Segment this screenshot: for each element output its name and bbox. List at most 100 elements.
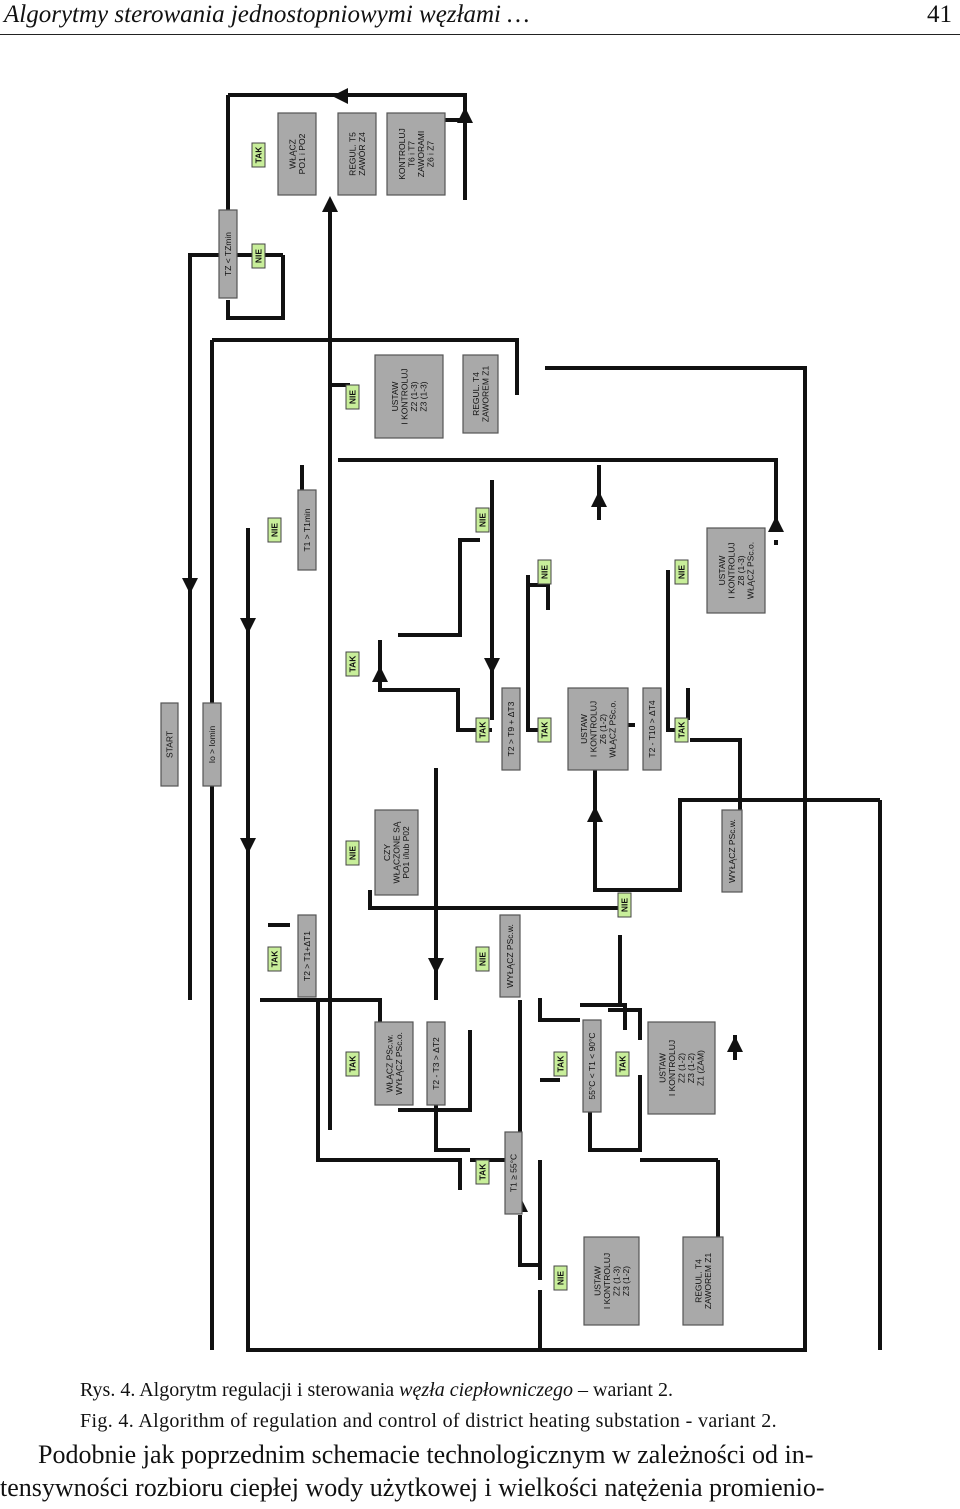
flow-box-label: T2 - T10 > ΔT4 (647, 700, 657, 758)
flow-box-label: CZYWŁĄCZONE SĄPO1 i/lub P02 (382, 821, 411, 883)
tag-t155-tak: TAK (475, 1159, 490, 1185)
connector-line (328, 200, 350, 660)
flow-box-tz: TZ < TZmin (218, 209, 238, 299)
connector-line (588, 1008, 642, 1152)
body-text-line-2: tensywności rozbioru ciepłej wody użytko… (0, 1473, 825, 1502)
flow-box-label: WYŁĄCZ PSc.w. (727, 819, 737, 883)
connector-line (615, 723, 742, 845)
running-head: Algorytmy sterowania jednostopniowymi wę… (0, 0, 960, 35)
flow-box-t1-range: 55°C < T1 < 90°C (582, 1019, 602, 1113)
flow-box-line: REGUL. T4 (693, 1259, 703, 1303)
flow-box-label: USTAWI KONTROLUJZ2 (1-2)Z3 (1-2)Z1 (ZAM) (658, 1040, 706, 1096)
tag-t10-nie: NIE (674, 559, 689, 585)
connector-line (518, 1160, 542, 1280)
flow-box-label: REGUL. T5ZAWÓR Z4 (347, 132, 367, 176)
tag-ustaw-top-nie: NIE (345, 384, 360, 410)
flow-box-line: Z1 (ZAM) (696, 1050, 706, 1086)
flow-box-shape (277, 112, 317, 196)
flow-box-line: Z6 i Z7 (425, 141, 435, 168)
flow-box-line: Z3 (1-3) (418, 381, 428, 411)
flow-box-kontroluj-t6: KONTROLUJT6 i T7ZAWORAMIZ6 i Z7 (386, 112, 446, 196)
flow-box-label: REGUL. T4ZAWOREM Z1 (693, 1253, 713, 1310)
flow-box-line: T2 > T1+ΔT1 (302, 931, 312, 981)
branch-tag-shape (251, 243, 266, 269)
flow-box-shape (462, 354, 499, 434)
flow-box-line: Z3 (1-2) (621, 1266, 631, 1296)
flow-box-label: T1 > T1min (302, 508, 312, 551)
branch-tag-label: NIE (254, 249, 264, 264)
flow-box-label: USTAWI KONTROLUJZ6 (1-2)WŁĄCZ PSc.o. (579, 700, 618, 757)
connector-line (434, 1080, 515, 1162)
tag-tz-tak: TAK (251, 142, 266, 168)
branch-tag-shape (475, 1159, 490, 1185)
branch-tag-label: TAK (556, 1055, 566, 1073)
branch-tag-shape (251, 142, 266, 168)
flow-box-line: WŁĄCZ (287, 139, 297, 169)
flow-box-shape (504, 1131, 523, 1215)
flow-box-line: Z8 (1-3) (736, 555, 746, 585)
branch-tag-label: NIE (478, 952, 488, 967)
flow-box-line: I KONTROLUJ (602, 1253, 612, 1309)
branch-tag-label: TAK (540, 721, 550, 739)
tag-t1min-nie: NIE (267, 517, 282, 543)
branch-tag-shape (617, 892, 632, 918)
flow-box-line: I KONTROLUJ (726, 542, 736, 598)
tag-t9-nie-b: NIE (537, 559, 552, 585)
flow-box-line: ZAWÓR Z4 (357, 132, 367, 176)
connector-line (210, 705, 542, 1350)
flow-box-wylacz-pscw-mid: WYŁĄCZ PSc.w. (499, 914, 521, 998)
flow-box-line: Z2 (1-3) (611, 1266, 621, 1296)
flow-box-t2-t9: T2 > T9 + ΔT3 (501, 687, 521, 771)
flow-box-line: WŁĄCZ PSc.o. (607, 700, 617, 757)
branch-tag-shape (553, 1051, 568, 1077)
caption-pl-suffix: – wariant 2. (573, 1379, 673, 1401)
flow-box-t1-55: T1 ≥ 55°C (504, 1131, 523, 1215)
branch-tag-shape (345, 840, 360, 866)
flow-box-czy-wlaczone: CZYWŁĄCZONE SĄPO1 i/lub P02 (374, 809, 419, 896)
flow-box-label: 55°C < T1 < 90°C (587, 1032, 597, 1099)
branch-tag-label: NIE (348, 846, 358, 861)
flow-box-shape (218, 209, 238, 299)
flow-box-line: PO1 i/lub P02 (401, 826, 411, 879)
connector-line (538, 998, 627, 1030)
flow-box-label: USTAWI KONTROLUJZ2 (1-3)Z3 (1-3) (390, 368, 429, 424)
flow-box-line: I KONTROLUJ (588, 701, 598, 757)
branch-tag-label: TAK (618, 1055, 628, 1073)
flow-box-label: WŁĄCZPO1 i PO2 (287, 133, 307, 174)
branch-tag-label: NIE (478, 513, 488, 528)
flow-box-line: TZ < TZmin (223, 232, 233, 276)
flow-box-shape (567, 687, 629, 771)
page-number: 41 (927, 1, 952, 28)
flow-box-line: I KONTROLUJ (399, 368, 409, 424)
connector-line (188, 253, 285, 1000)
flow-box-line: T2 - T3 > ΔT2 (431, 1037, 441, 1090)
flow-box-label: T2 > T1+ΔT1 (302, 931, 312, 981)
flow-box-ustaw-z8: USTAWI KONTROLUJZ8 (1-3)WŁĄCZ PSc.o. (706, 527, 766, 614)
flow-box-wylacz-pscw-right: WYŁĄCZ PSc.w. (721, 809, 743, 893)
flow-box-shape (582, 1019, 602, 1113)
flow-box-t2-t10: T2 - T10 > ΔT4 (642, 687, 662, 771)
branch-tag-label: NIE (677, 565, 687, 580)
branch-tag-shape (537, 717, 552, 743)
flow-box-line: KONTROLUJ (397, 128, 407, 179)
branch-tag-shape (615, 1051, 630, 1077)
flow-box-line: USTAW (579, 714, 589, 744)
flow-box-line: T6 i T7 (406, 141, 416, 168)
flow-box-shape (386, 112, 446, 196)
flow-box-line: ZAWOREM Z1 (703, 1253, 713, 1310)
flow-box-line: REGUL. T4 (471, 372, 481, 416)
tag-bottom-nie: NIE (553, 1265, 568, 1291)
flow-box-line: Z3 (1-2) (686, 1053, 696, 1083)
flow-box-line: ZAWORAMI (416, 131, 426, 177)
flow-box-shape (160, 702, 179, 787)
connector-line (210, 338, 519, 705)
flow-box-shape (337, 112, 377, 196)
flow-box-label: START (165, 731, 175, 758)
flow-box-ustaw-z2z3-top: USTAWI KONTROLUJZ2 (1-3)Z3 (1-3) (374, 354, 444, 439)
branch-tag-shape (475, 946, 490, 972)
tag-wlacz-tak: TAK (345, 1051, 360, 1077)
flow-box-label: REGUL. T4ZAWOREM Z1 (471, 366, 491, 423)
flow-box-t2-t3: T2 - T3 > ΔT2 (426, 1021, 446, 1106)
flow-box-line: START (165, 731, 175, 758)
